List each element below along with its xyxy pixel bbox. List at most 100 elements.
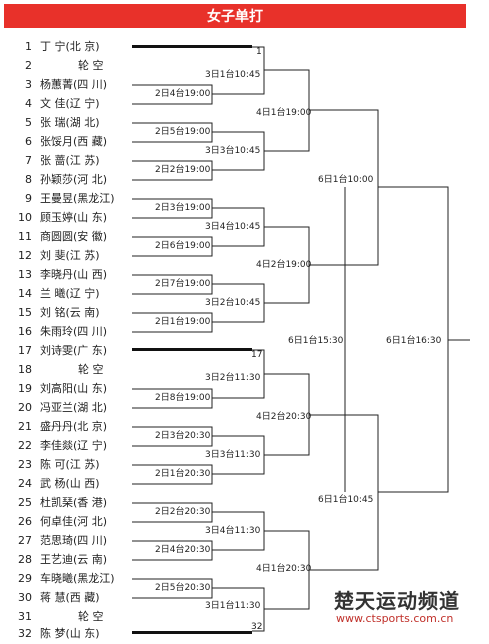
player-name: 朱雨玲(四 川)	[40, 325, 108, 338]
player-name: 轮 空	[78, 363, 104, 376]
player-name: 轮 空	[78, 59, 104, 72]
match-slot: 3日2台11:30	[205, 373, 261, 383]
player-name: 范思琦(四 川)	[40, 534, 108, 547]
seed-number: 24	[18, 477, 32, 490]
match-slot: 2日1台20:30	[155, 469, 211, 479]
match-slot: 3日1台11:30	[205, 601, 261, 611]
seed-number: 31	[18, 610, 32, 623]
seed-number: 23	[18, 458, 32, 471]
player-name: 刘诗雯(广 东)	[40, 344, 108, 357]
match-slot: 2日8台19:00	[155, 393, 211, 403]
seed-number: 7	[25, 154, 32, 167]
match-slot: 4日2台20:30	[256, 412, 312, 422]
match-slot: 2日3台20:30	[155, 431, 211, 441]
match-slot: 6日1台10:45	[318, 495, 374, 505]
seed-number: 2	[25, 59, 32, 72]
seed-number: 8	[25, 173, 32, 186]
player-name: 陈 可(江 苏)	[40, 458, 100, 471]
final-slot: 6日1台16:30	[386, 336, 442, 346]
seed-number: 29	[18, 572, 32, 585]
bye-marker: 32	[251, 622, 263, 632]
seed-number: 14	[18, 287, 32, 300]
player-name: 兰 曦(辽 宁)	[40, 287, 100, 300]
match-slot: 3日3台10:45	[205, 146, 261, 156]
match-slot: 2日5台20:30	[155, 583, 211, 593]
qf-connector	[309, 109, 379, 266]
bye-advance-line	[132, 631, 252, 634]
bye-marker: 17	[251, 350, 263, 360]
seed-number: 26	[18, 515, 32, 528]
player-name: 盛丹丹(北 京)	[40, 420, 108, 433]
player-name: 刘高阳(山 东)	[40, 382, 108, 395]
seed-number: 15	[18, 306, 32, 319]
seed-number: 16	[18, 325, 32, 338]
seed-number: 21	[18, 420, 32, 433]
player-name: 轮 空	[78, 610, 104, 623]
player-name: 顾玉婷(山 东)	[40, 211, 108, 224]
match-slot: 2日3台19:00	[155, 203, 211, 213]
seed-number: 17	[18, 344, 32, 357]
event-title: 女子单打	[4, 4, 466, 28]
player-name: 张 蔷(江 苏)	[40, 154, 100, 167]
player-name: 孙颖莎(河 北)	[40, 173, 108, 186]
player-name: 王曼昱(黑龙江)	[40, 192, 115, 205]
player-name: 丁 宁(北 京)	[40, 40, 100, 53]
match-slot: 4日2台19:00	[256, 260, 312, 270]
seed-number: 28	[18, 553, 32, 566]
match-slot: 2日4台19:00	[155, 89, 211, 99]
match-slot: 6日1台15:30	[288, 336, 344, 346]
player-name: 张 瑞(湖 北)	[40, 116, 100, 129]
match-slot: 3日4台10:45	[205, 222, 261, 232]
seed-number: 11	[18, 230, 32, 243]
seed-number: 25	[18, 496, 32, 509]
player-name: 蒋 慧(西 藏)	[40, 591, 100, 604]
bye-advance-line	[132, 348, 252, 351]
player-name: 张馁月(西 藏)	[40, 135, 108, 148]
player-name: 武 杨(山 西)	[40, 477, 100, 490]
player-name: 杜凯琹(香 港)	[40, 496, 108, 509]
match-slot: 2日2台20:30	[155, 507, 211, 517]
bye-marker: 1	[256, 47, 262, 57]
seed-number: 18	[18, 363, 32, 376]
match-slot: 3日4台11:30	[205, 526, 261, 536]
player-name: 李晓丹(山 西)	[40, 268, 108, 281]
seed-number: 10	[18, 211, 32, 224]
seed-number: 22	[18, 439, 32, 452]
match-slot: 2日7台19:00	[155, 279, 211, 289]
player-name: 刘 铭(云 南)	[40, 306, 100, 319]
seed-number: 30	[18, 591, 32, 604]
player-name: 文 佳(辽 宁)	[40, 97, 100, 110]
player-name: 车晓曦(黑龙江)	[40, 572, 115, 585]
watermark-url: www.ctsports.com.cn	[336, 612, 454, 625]
match-slot: 2日4台20:30	[155, 545, 211, 555]
seed-number: 27	[18, 534, 32, 547]
seed-number: 9	[25, 192, 32, 205]
match-slot: 4日1台19:00	[256, 108, 312, 118]
seed-number: 19	[18, 382, 32, 395]
player-name: 刘 斐(江 苏)	[40, 249, 100, 262]
match-slot: 2日2台19:00	[155, 165, 211, 175]
player-name: 李佳燚(辽 宁)	[40, 439, 108, 452]
seed-number: 20	[18, 401, 32, 414]
seed-number: 13	[18, 268, 32, 281]
player-name: 陈 梦(山 东)	[40, 627, 100, 640]
match-slot: 3日1台10:45	[205, 70, 261, 80]
seed-number: 12	[18, 249, 32, 262]
seed-number: 5	[25, 116, 32, 129]
seed-number: 32	[18, 627, 32, 640]
player-name: 商圆圆(安 徽)	[40, 230, 108, 243]
match-slot: 2日5台19:00	[155, 127, 211, 137]
seed-number: 4	[25, 97, 32, 110]
match-slot: 4日1台20:30	[256, 564, 312, 574]
match-slot: 3日2台10:45	[205, 298, 261, 308]
bye-advance-line	[132, 45, 252, 48]
player-name: 冯亚兰(湖 北)	[40, 401, 108, 414]
match-slot: 3日3台11:30	[205, 450, 261, 460]
player-name: 何卓佳(河 北)	[40, 515, 108, 528]
seed-number: 1	[25, 40, 32, 53]
seed-number: 6	[25, 135, 32, 148]
match-slot: 6日1台10:00	[318, 175, 374, 185]
match-slot: 2日1台19:00	[155, 317, 211, 327]
